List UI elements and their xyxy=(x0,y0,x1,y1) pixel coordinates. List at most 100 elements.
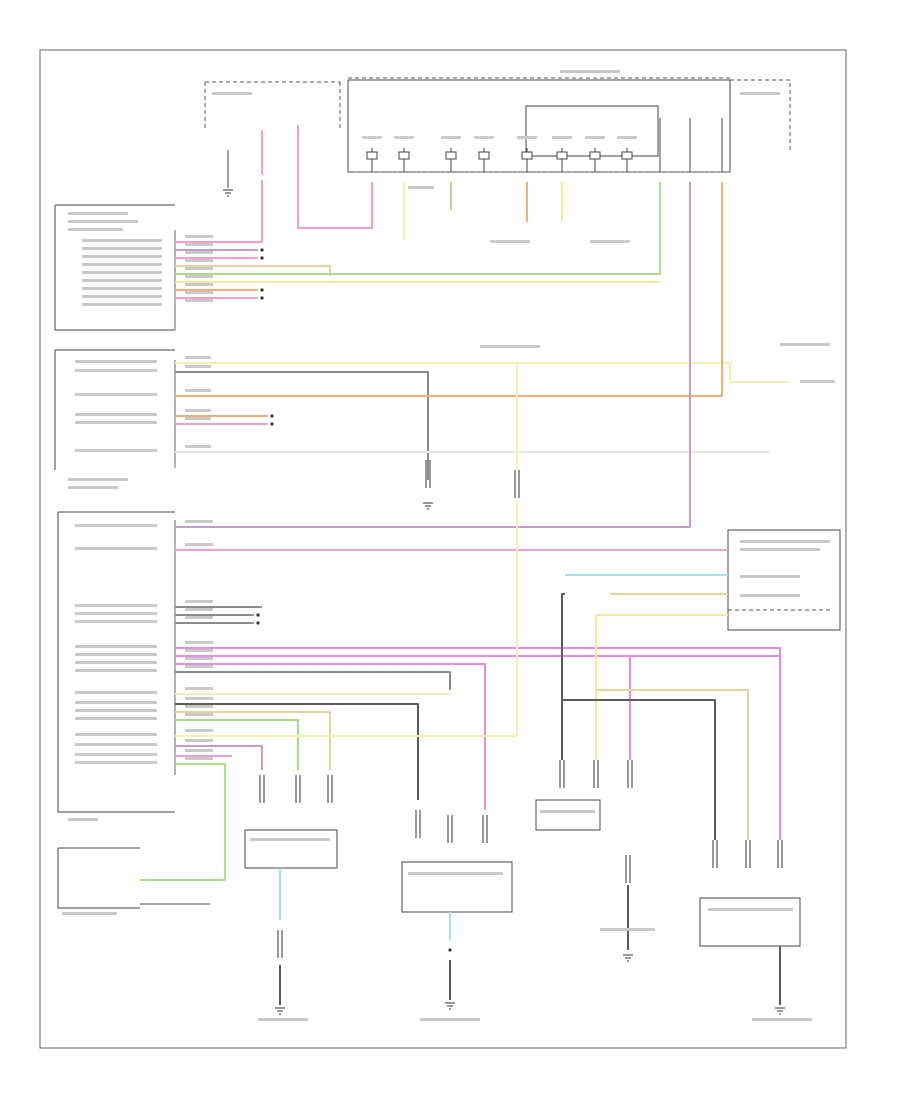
label-c-wire-5 xyxy=(185,641,213,644)
ground-lamp-right xyxy=(775,1007,785,1015)
fuse-label-5 xyxy=(552,136,572,139)
label-right-module-4 xyxy=(740,594,800,597)
wire-m2-courtesy xyxy=(175,362,731,382)
wire-c-5 xyxy=(175,647,781,655)
wire-c-11 xyxy=(175,711,331,770)
wire-ign-2 xyxy=(297,125,330,229)
label-top-right xyxy=(780,343,830,346)
fuse-5 xyxy=(556,151,568,160)
label-m2-wire-3 xyxy=(185,409,211,412)
label-m1-wire-8 xyxy=(185,299,213,302)
label-module1-title2 xyxy=(68,220,138,223)
drop-connector-9 xyxy=(712,840,718,868)
fuse-taps xyxy=(366,118,723,172)
label-right-module-3 xyxy=(740,575,800,578)
label-c-wire-3 xyxy=(185,608,213,611)
drop-connector-7 xyxy=(593,760,599,788)
ground-lamp-left-mark xyxy=(275,1007,285,1015)
drop-connector-0 xyxy=(259,775,265,803)
wire-ign-to-fuse xyxy=(298,182,373,229)
ground-lamp-mid-mark xyxy=(623,954,633,962)
label-m1-pin-8 xyxy=(82,303,162,306)
label-m1-pin-6 xyxy=(82,287,162,290)
label-c-wire-4 xyxy=(185,616,213,619)
label-m1-pin-2 xyxy=(82,255,162,258)
fuse-4 xyxy=(521,151,533,160)
drop-connector-8 xyxy=(627,760,633,788)
label-c-wire-13 xyxy=(185,729,213,732)
module-box-2 xyxy=(54,349,175,470)
label-relay-title xyxy=(740,92,780,95)
drop-connector-6 xyxy=(559,760,565,788)
wire-r-8 xyxy=(630,655,781,840)
wire-r-7 xyxy=(596,689,749,840)
label-c-wire-16 xyxy=(185,757,213,760)
label-m1-pin-0 xyxy=(82,239,162,242)
wire-m2-gray xyxy=(175,371,429,480)
fuse-label-1 xyxy=(394,136,414,139)
label-c-pin-3 xyxy=(75,612,157,615)
label-c-wire-10 xyxy=(185,697,213,700)
label-m2-pin-2 xyxy=(75,393,157,396)
label-m1-wire-4 xyxy=(185,267,213,270)
fuse-label-0 xyxy=(362,136,382,139)
label-m2-wire-2 xyxy=(185,389,211,392)
label-c-pin-2 xyxy=(75,604,157,607)
label-fuse-out-3 xyxy=(590,240,630,243)
label-module4-title xyxy=(62,912,117,915)
ground-lamp-center xyxy=(445,1002,455,1010)
wire-cluster-feed xyxy=(175,182,691,528)
right-module-box xyxy=(727,529,841,631)
pin-c-1 xyxy=(256,621,260,625)
fuse-6 xyxy=(589,151,601,160)
wire-c-8 xyxy=(175,671,451,690)
label-m2-wire-4 xyxy=(185,417,211,420)
wire-m1-d xyxy=(175,265,331,276)
diagram-frame xyxy=(39,49,847,1049)
wire-c-16 xyxy=(140,763,226,881)
label-m1-pin-7 xyxy=(82,295,162,298)
label-m2-pin-1 xyxy=(75,369,157,372)
label-m1-pin-5 xyxy=(82,279,162,282)
fuse-label-7 xyxy=(617,136,637,139)
label-m1-wire-6 xyxy=(185,283,213,286)
label-m1-pin-3 xyxy=(82,263,162,266)
label-m2-pin-3 xyxy=(75,413,157,416)
ground-module-2-mark xyxy=(423,502,433,510)
label-right-module-1 xyxy=(740,540,830,543)
connector-cargo xyxy=(514,470,520,498)
label-ground-center xyxy=(420,1018,480,1021)
connector-lamp-l xyxy=(277,930,283,958)
label-ground-mid xyxy=(600,928,655,931)
module-box-1 xyxy=(54,204,175,331)
pin-c-0 xyxy=(256,613,260,617)
ground-ignition xyxy=(223,189,233,197)
label-module2-title xyxy=(68,478,128,481)
label-ignition-title xyxy=(212,92,252,95)
fuse-1 xyxy=(398,151,410,160)
drop-connector-3 xyxy=(415,810,421,838)
pin-m2-0 xyxy=(270,414,274,418)
connector-m2-gray xyxy=(425,460,431,488)
label-m2-wire-0 xyxy=(185,356,211,359)
label-c-pin-10 xyxy=(75,701,157,704)
label-lamp-center xyxy=(408,872,503,875)
label-c-pin-13 xyxy=(75,733,157,736)
pin-m1-0 xyxy=(260,248,264,252)
label-c-wire-0 xyxy=(185,520,213,523)
lamp-label-group xyxy=(535,799,601,831)
wire-c-13 xyxy=(175,500,518,737)
label-right-module-2 xyxy=(740,548,820,551)
ground-lamp-mid xyxy=(623,954,633,962)
label-courtesy-right xyxy=(800,380,835,383)
label-module1-title3 xyxy=(68,228,123,231)
label-c-pin-1 xyxy=(75,547,157,550)
wire-r-2 xyxy=(561,593,565,760)
wire-c-10 xyxy=(175,703,419,800)
wire-m2-orange xyxy=(175,182,723,397)
label-m1-pin-1 xyxy=(82,247,162,250)
wires xyxy=(140,125,790,1005)
label-c-pin-9 xyxy=(75,691,157,694)
label-lamp-group xyxy=(540,810,595,813)
